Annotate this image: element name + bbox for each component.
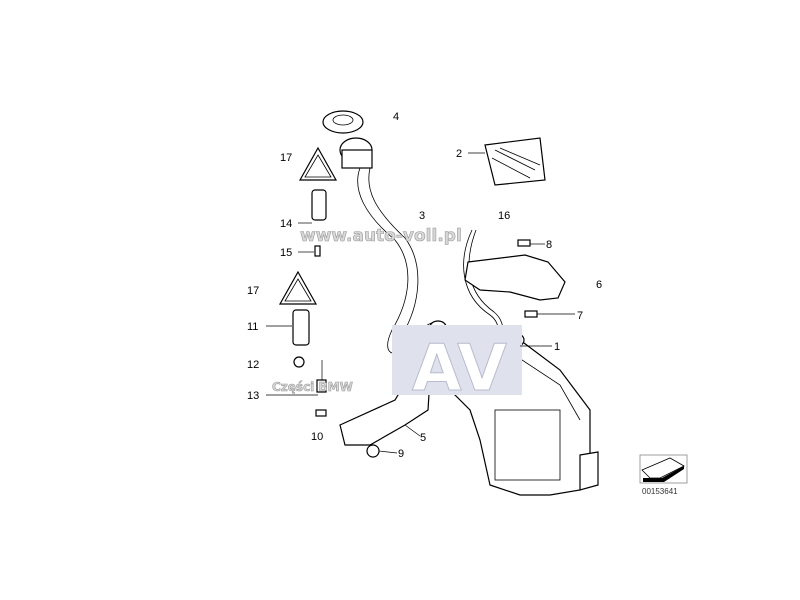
callout-4: 4: [393, 111, 399, 123]
warning-triangle-icon: [278, 146, 338, 305]
fasteners: [293, 239, 538, 458]
leader-lines: [266, 152, 575, 454]
callout-2: 2: [456, 148, 462, 160]
part-code: 00153641: [642, 487, 678, 496]
mounting-bracket: [464, 254, 566, 301]
callout-13: 13: [247, 390, 259, 402]
callout-15: 15: [280, 247, 292, 259]
brand-watermark: Części BMW: [272, 380, 353, 394]
svg-text:AV: AV: [412, 332, 507, 406]
callout-6: 6: [596, 279, 602, 291]
url-watermark: www.auto-voll.pl: [300, 226, 462, 246]
callout-16: 16: [498, 210, 510, 222]
callout-7: 7: [577, 310, 583, 322]
callout-5: 5: [420, 432, 426, 444]
cover-plate: [484, 137, 546, 186]
washer-pump: [292, 189, 327, 346]
callout-11: 11: [247, 321, 258, 333]
av-logo-watermark: AV: [392, 325, 522, 407]
callout-3: 3: [419, 210, 425, 222]
callout-8: 8: [546, 239, 552, 251]
callout-1: 1: [554, 341, 560, 353]
callout-12: 12: [247, 359, 259, 371]
callout-10: 10: [311, 431, 323, 443]
callout-9: 9: [398, 448, 404, 460]
callout-labels: 4 2 17 14 3 16 8 15 6 17 7 11 1 12 13 10…: [247, 111, 602, 460]
orientation-arrow-icon: [639, 454, 688, 484]
filler-cap: [322, 110, 364, 134]
callout-17a: 17: [280, 152, 292, 164]
callout-14: 14: [280, 218, 292, 230]
callout-17b: 17: [247, 285, 259, 297]
